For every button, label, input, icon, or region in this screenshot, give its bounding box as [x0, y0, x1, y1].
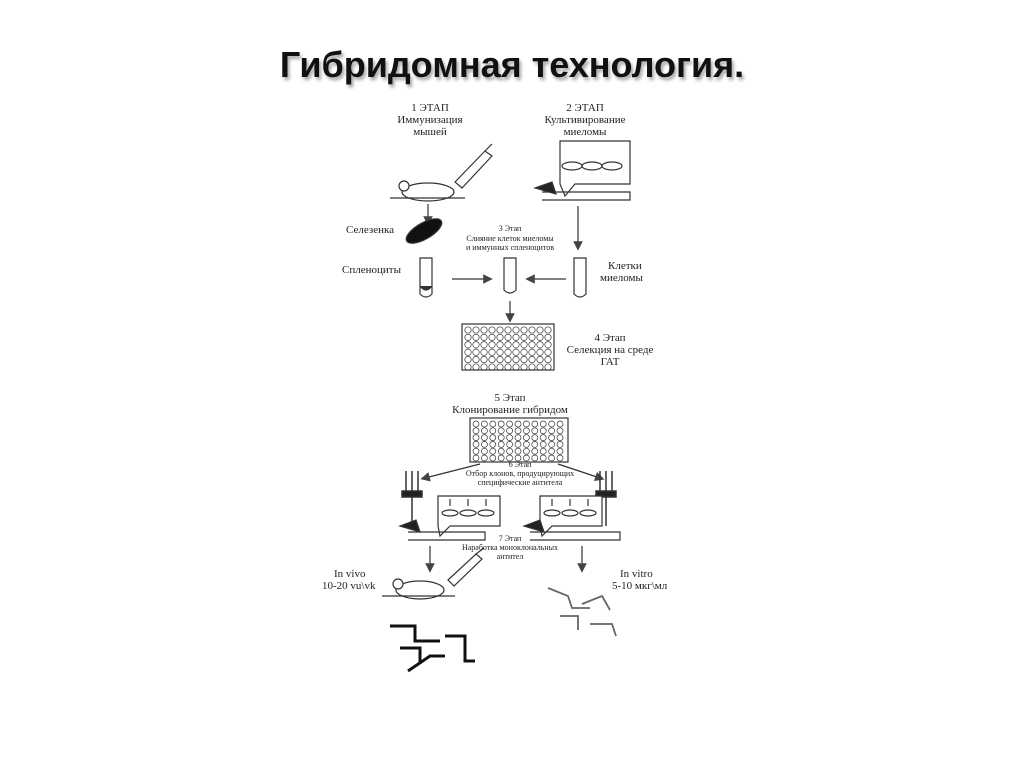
hybridoma-diagram: 1 ЭТАП Иммунизация мышей 2 ЭТАП Культиви…	[320, 96, 680, 714]
stage4-name: Селекция на среде	[560, 344, 660, 356]
mouse-icon	[390, 181, 465, 201]
syringe-icon	[455, 144, 492, 188]
stage2-number: 2 ЭТАП	[530, 102, 640, 114]
page-title: Гибридомная технология.	[0, 44, 1024, 86]
stage1-name: Иммунизация	[380, 114, 480, 126]
antibody-icon	[548, 588, 616, 636]
stage3-number: 3 Этап	[450, 224, 570, 233]
stage4-name-2: ГАТ	[560, 356, 660, 368]
in-vitro-label: In vitro	[620, 568, 653, 580]
stage7-name: Наработка моноклональных	[440, 543, 580, 552]
stage5-name: Клонирование гибридом	[430, 404, 590, 416]
myeloma-cells-label-2: миеломы	[600, 272, 643, 284]
spleen-label: Селезенка	[346, 224, 394, 236]
culture-flask-icon	[535, 141, 630, 200]
stage6-name: Отбор клонов, продуцирующих	[440, 469, 600, 478]
myeloma-cells-label: Клетки	[608, 260, 642, 272]
antibody-icon	[390, 626, 475, 671]
stage2-name-2: миеломы	[530, 126, 640, 138]
in-vivo-label: In vivo	[334, 568, 365, 580]
test-tube-icon	[420, 258, 432, 297]
stage7-number: 7 Этап	[450, 534, 570, 543]
test-tube-icon	[504, 258, 516, 293]
stage2-name: Культивирование	[530, 114, 640, 126]
in-vitro-yield: 5-10 мкг\мл	[612, 580, 667, 592]
in-vivo-yield: 10-20 vu\vk	[322, 580, 375, 592]
stage7-name-2: антител	[440, 552, 580, 561]
stage1-number: 1 ЭТАП	[380, 102, 480, 114]
stage4-number: 4 Этап	[560, 332, 660, 344]
splenocytes-label: Спленоциты	[342, 264, 401, 276]
spleen-icon	[403, 214, 446, 248]
stage3-name: Слияние клеток миеломы	[450, 234, 570, 243]
pipette-icon	[402, 471, 422, 526]
stage5-number: 5 Этап	[450, 392, 570, 404]
test-tube-icon	[574, 258, 586, 297]
mouse-icon	[382, 579, 455, 599]
stage1-name-2: мышей	[380, 126, 480, 138]
stage6-number: 6 Этап	[450, 460, 590, 469]
stage6-name-2: специфические антитела	[440, 478, 600, 487]
stage3-name-2: и иммунных спленоцитов	[450, 243, 570, 252]
